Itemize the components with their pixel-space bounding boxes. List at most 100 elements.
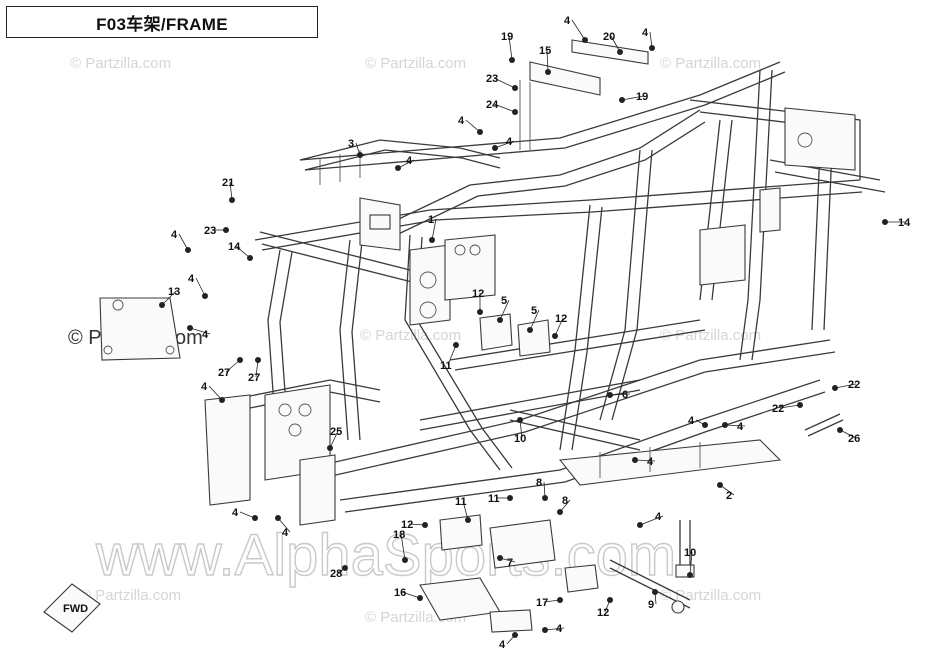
callout-3: 3 [348,138,354,150]
callout-4b: 4 [642,27,649,39]
fastener-marker [247,255,253,261]
callout-leader [634,459,656,462]
callout-13: 13 [168,286,180,298]
fastener-marker [687,572,693,578]
callout-20: 20 [603,31,615,43]
callout-10a: 10 [514,433,526,445]
fastener-marker [552,333,558,339]
fastener-marker [607,392,613,398]
skid-plate-13 [99,297,181,361]
callout-12b: 12 [555,313,567,325]
callout-leader [724,424,746,427]
callout-leader [195,277,206,297]
callout-24: 24 [486,99,499,111]
fastener-marker [275,515,281,521]
callout-19b: 19 [636,91,648,103]
fastener-marker [517,417,523,423]
fastener-marker [702,422,708,428]
fastener-marker [422,522,428,528]
fastener-marker [557,509,563,515]
fastener-marker [542,627,548,633]
callout-leader [499,299,510,321]
callout-leader [225,359,241,373]
fastener-marker [327,445,333,451]
svg-text:© Partzilla.com: © Partzilla.com [660,587,761,604]
fastener-marker [832,385,838,391]
callout-11c: 11 [488,493,500,505]
callout-leader [544,627,565,631]
fastener-marker [617,49,623,55]
svg-text:© Partzilla.com: © Partzilla.com [365,55,466,72]
bar-10 [509,409,641,451]
fastener-marker [252,515,258,521]
fastener-marker [497,555,503,561]
callout-19a: 19 [501,31,513,43]
svg-text:© Partzilla.com: © Partzilla.com [70,55,171,72]
callout-leader [508,35,513,61]
fastener-marker [202,293,208,299]
main-frame [229,61,886,513]
callout-10b: 10 [684,547,696,559]
rear-plates [699,107,856,286]
svg-text:© Partzilla.com: © Partzilla.com [660,327,761,344]
callout-14b: 14 [898,217,911,229]
callout-26: 26 [848,433,860,445]
callout-5b: 5 [531,305,537,317]
callout-28: 28 [330,568,342,580]
callout-2: 2 [726,490,732,502]
callout-leader [494,140,515,149]
callout-leader [529,309,540,331]
callout-leader [689,551,693,576]
callout-4i: 4 [201,381,208,393]
callout-4a: 4 [564,15,571,27]
callout-leader [546,49,549,73]
fastener-marker [545,69,551,75]
callout-leader [610,35,621,53]
fastener-marker [637,522,643,528]
callout-leader [493,103,516,113]
callout-leader [462,500,469,521]
callout-4d: 4 [506,136,513,148]
callout-leader [447,344,457,366]
callout-4j: 4 [688,415,695,427]
callout-12a: 12 [472,288,484,300]
fastener-marker [237,357,243,363]
fastener-marker [512,85,518,91]
callout-leader [208,385,223,401]
fastener-marker [219,397,225,403]
callout-4m: 4 [232,507,239,519]
callout-leader [229,181,233,201]
callout-leader [161,290,177,306]
callout-4n: 4 [282,527,289,539]
callout-23a: 23 [486,73,498,85]
callout-27a: 27 [218,367,230,379]
fastener-marker [882,219,888,225]
callout-8a: 8 [536,477,542,489]
callout-4o: 4 [655,511,662,523]
callout-4l: 4 [647,456,654,468]
callout-leader [465,119,481,133]
rod-26 [804,413,844,437]
callout-leader [329,430,339,449]
fastener-marker [722,422,728,428]
callout-leader [178,233,189,251]
callout-5a: 5 [501,295,507,307]
fastener-marker [492,145,498,151]
callout-7: 7 [507,557,513,569]
callout-4f: 4 [171,229,178,241]
bottom-brackets [419,514,695,633]
callout-21: 21 [222,177,234,189]
callout-4g: 4 [188,273,195,285]
svg-text:© Partzilla.com: © Partzilla.com [360,327,461,344]
fastener-marker [652,589,658,595]
fastener-marker [527,327,533,333]
callout-leader [639,515,664,526]
callout-labels: 4201915423192434442123114144413412551211… [159,15,911,651]
callout-4c: 4 [458,115,465,127]
fwd-badge: FWD [43,583,101,633]
callout-11b: 11 [455,496,467,508]
callout-15: 15 [539,45,551,57]
callout-4h: 4 [202,329,209,341]
bar-2 [558,439,782,486]
